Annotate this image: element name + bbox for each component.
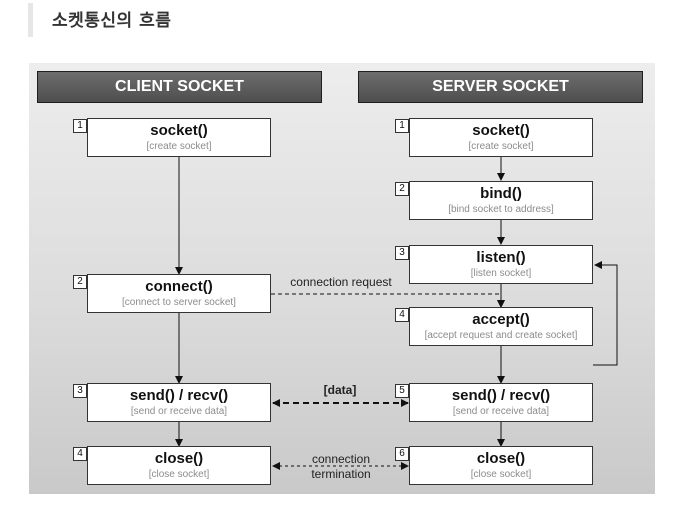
client-socket-box: socket() [create socket] [87, 118, 271, 157]
server-bind-function: bind() [480, 185, 522, 202]
client-send-recv-function: send() / recv() [129, 387, 229, 404]
connection-request-arrow [271, 293, 505, 308]
client-send-recv-box: send() / recv() [send or receive data] [87, 383, 271, 422]
client-socket-description: [create socket] [146, 141, 212, 152]
server-accept-box: accept() [accept request and create sock… [409, 307, 593, 346]
data-label: [data] [323, 383, 357, 397]
server-socket-function: socket() [472, 122, 530, 139]
termination-label-line1: connection [311, 452, 371, 466]
server-socket-box: socket() [create socket] [409, 118, 593, 157]
client-connect-function: connect() [145, 278, 213, 295]
server-close-function: close() [476, 450, 526, 467]
server-close-box: close() [close socket] [409, 446, 593, 485]
server-step-3-number: 3 [395, 246, 409, 260]
client-step-2-number: 2 [73, 275, 87, 289]
server-bind-description: [bind socket to address] [448, 204, 554, 215]
server-step-4-number: 4 [395, 308, 409, 322]
page-title: 소켓통신의 흐름 [52, 11, 172, 31]
server-socket-description: [create socket] [468, 141, 534, 152]
client-socket-header: CLIENT SOCKET [37, 71, 322, 103]
client-close-box: close() [close socket] [87, 446, 271, 485]
server-bind-box: bind() [bind socket to address] [409, 181, 593, 220]
client-connect-box: connect() [connect to server socket] [87, 274, 271, 313]
client-socket-function: socket() [150, 122, 208, 139]
client-step-1-number: 1 [73, 119, 87, 133]
server-step-1-number: 1 [395, 119, 409, 133]
server-accept-function: accept() [472, 311, 530, 328]
server-send-recv-box: send() / recv() [send or receive data] [409, 383, 593, 422]
termination-label-line2: termination [311, 467, 371, 481]
server-step-5-number: 5 [395, 384, 409, 398]
server-step-2-number: 2 [395, 182, 409, 196]
server-close-description: [close socket] [470, 469, 532, 480]
heading-accent-bar [28, 3, 33, 37]
client-close-function: close() [154, 450, 204, 467]
client-close-description: [close socket] [148, 469, 210, 480]
server-send-recv-description: [send or receive data] [452, 406, 550, 417]
server-send-recv-function: send() / recv() [451, 387, 551, 404]
client-step-3-number: 3 [73, 384, 87, 398]
server-socket-header: SERVER SOCKET [358, 71, 643, 103]
client-send-recv-description: [send or receive data] [130, 406, 228, 417]
client-connect-description: [connect to server socket] [122, 297, 236, 308]
connection-request-label: connection request [290, 275, 392, 289]
server-listen-description: [listen socket] [470, 268, 532, 279]
server-accept-description: [accept request and create socket] [424, 330, 578, 341]
server-listen-function: listen() [476, 249, 526, 266]
server-loop-back-arrow [593, 261, 618, 366]
client-step-4-number: 4 [73, 447, 87, 461]
server-step-6-number: 6 [395, 447, 409, 461]
server-listen-box: listen() [listen socket] [409, 245, 593, 284]
